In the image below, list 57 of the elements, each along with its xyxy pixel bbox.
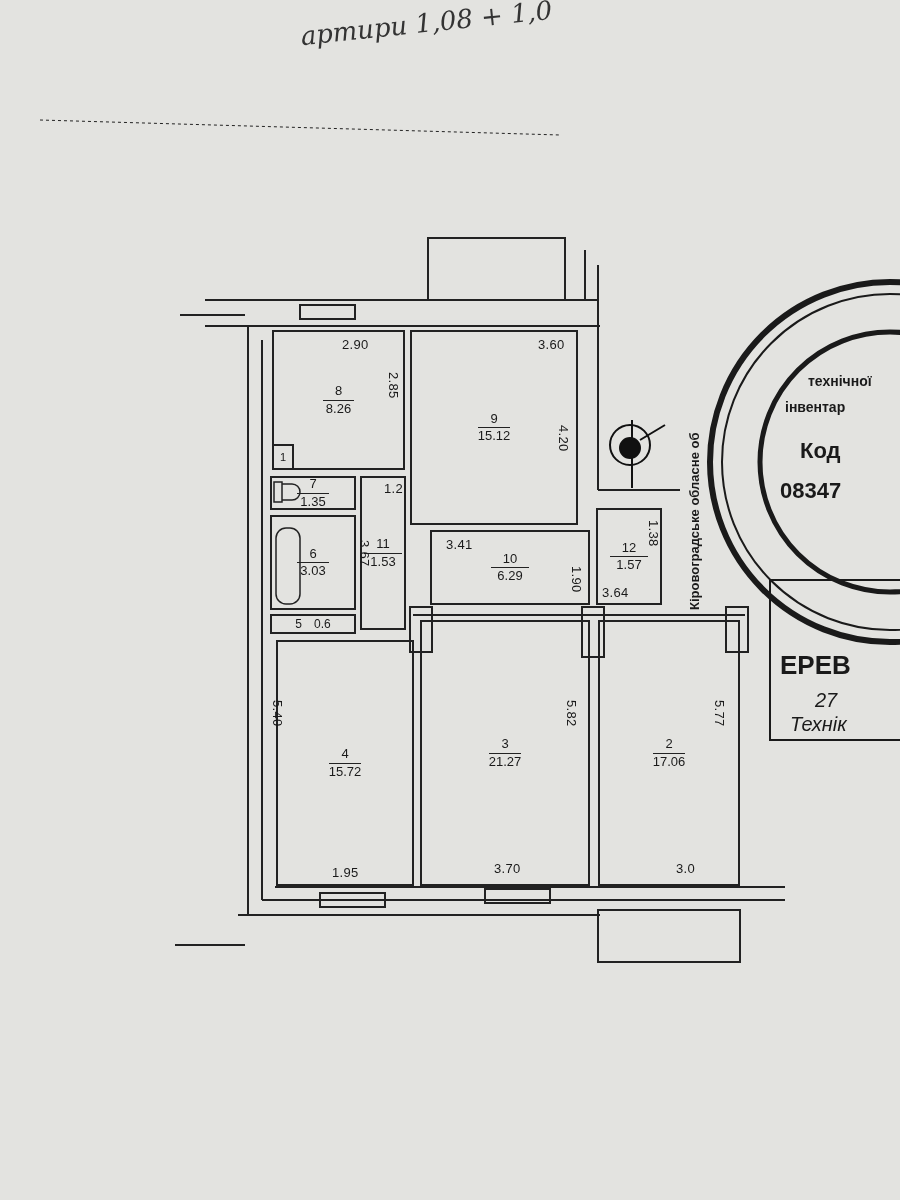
- room-outline: [272, 444, 294, 470]
- dimension-label: 2.90: [342, 338, 369, 351]
- room-outline: [270, 614, 356, 634]
- room-area: 21.27: [488, 753, 522, 770]
- room-area: 6.29: [497, 568, 523, 585]
- dimension-label: 1.90: [570, 566, 583, 593]
- room-outline: [270, 476, 356, 510]
- dimension-label: 5.82: [565, 700, 578, 727]
- room-outline: [598, 620, 740, 886]
- room-outline: [430, 530, 590, 605]
- stamp-text: ЕРЕВ: [780, 652, 851, 678]
- room-number: 10: [490, 550, 530, 568]
- dimension-label: 5.77: [713, 700, 726, 727]
- stamp-text: 08347: [780, 480, 842, 502]
- room-area: 3.03: [300, 563, 326, 580]
- stamp-text: 27: [815, 690, 838, 710]
- room-number: 6: [297, 545, 329, 563]
- dimension-label: 2.85: [387, 372, 400, 399]
- room-area: 1.57: [616, 557, 642, 574]
- room-outline: [360, 476, 406, 630]
- stamp-text: Код: [800, 440, 841, 462]
- room-number: 2: [653, 736, 685, 754]
- room-area: 1.35: [300, 493, 326, 510]
- stamp-text: інвентар: [785, 400, 846, 414]
- room-number: 7: [297, 476, 329, 494]
- dimension-label: 3.0: [676, 862, 696, 875]
- room-area: 15.12: [477, 428, 511, 445]
- room-outline: [596, 508, 662, 605]
- room-outline: [270, 515, 356, 610]
- dimension-label: 3.41: [446, 538, 473, 551]
- room-outline: [420, 620, 590, 886]
- dimension-label: 1.95: [332, 866, 359, 879]
- stamp-text: Технік: [790, 714, 847, 734]
- room-area: 0.6: [314, 618, 331, 630]
- dimension-label: 3.60: [538, 338, 565, 351]
- room-area: 17.06: [652, 753, 686, 770]
- room-number: 4: [329, 746, 361, 764]
- room-number: 12: [609, 539, 649, 557]
- room-number: 5: [295, 618, 302, 630]
- room-area: 15.72: [328, 763, 362, 780]
- dimension-label: 3.70: [494, 862, 521, 875]
- stamp-text: технічної: [808, 374, 872, 388]
- stamp-text: Кіровоградське обласне об: [688, 432, 701, 610]
- room-number: 8: [322, 383, 355, 401]
- dimension-label: 3.64: [602, 586, 629, 599]
- room-outline: [410, 330, 578, 525]
- handwritten-note: артири 1,08 + 1,0: [299, 0, 554, 50]
- room-area: 8.26: [325, 400, 352, 417]
- room-number: 9: [478, 410, 510, 428]
- room-area: 1.53: [370, 553, 396, 570]
- dimension-label: 4.20: [557, 425, 570, 452]
- dimension-label: 5.40: [271, 700, 284, 727]
- room-outline: [272, 330, 405, 470]
- room-number: 1: [279, 451, 287, 463]
- dimension-label: 1.2: [384, 482, 404, 495]
- room-number: 3: [489, 736, 521, 754]
- dimension-label: 1.38: [647, 520, 660, 547]
